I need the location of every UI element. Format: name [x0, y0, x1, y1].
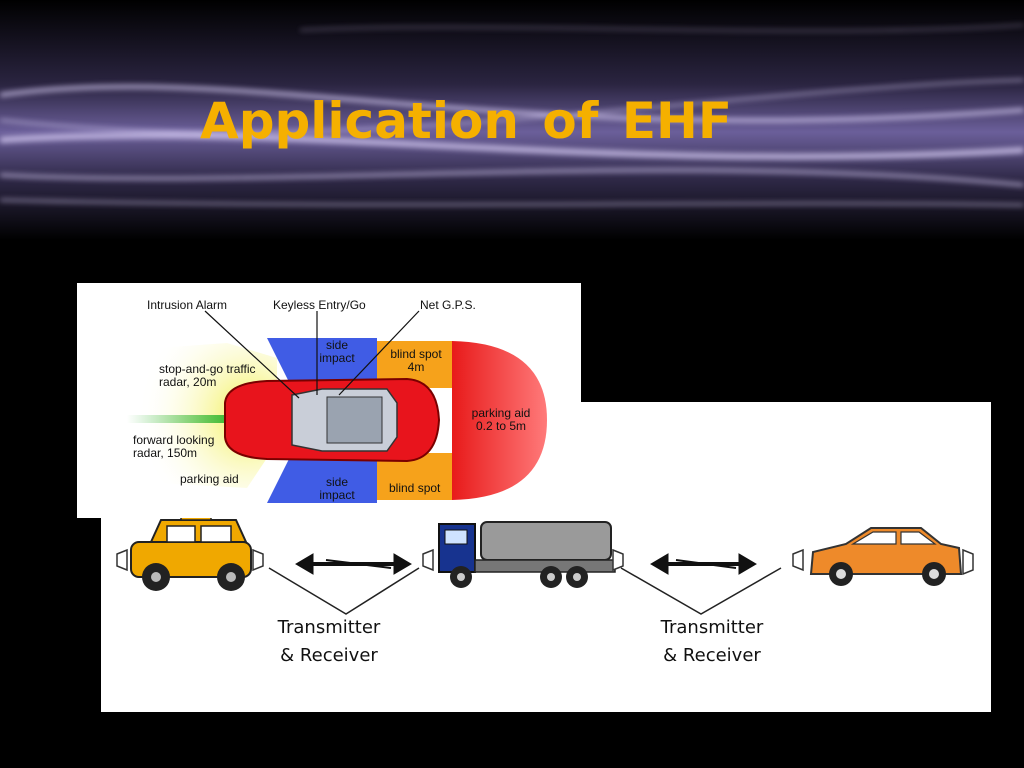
side-impact-bottom-label: side impact — [315, 476, 359, 502]
label-line: blind spot — [390, 347, 442, 361]
forward-radar-beam — [127, 415, 237, 423]
transmitter-receiver-label-right: Transmitter & Receiver — [632, 614, 792, 670]
pointer-lines — [268, 567, 782, 615]
label-line: radar, 150m — [133, 446, 198, 460]
keyless-entry-label: Keyless Entry/Go — [273, 298, 366, 312]
label-line: Transmitter — [660, 617, 764, 638]
stop-and-go-label: stop-and-go traffic radar, 20m — [159, 363, 256, 389]
v2v-diagram-graphic — [116, 513, 974, 615]
label-line: side — [325, 475, 348, 489]
rear-parking-zone — [452, 341, 547, 500]
label-line: forward looking — [133, 433, 215, 447]
transmitter-receiver-label-left: Transmitter & Receiver — [249, 614, 409, 670]
label-line: Transmitter — [277, 617, 381, 638]
mini-car-icon — [116, 513, 264, 591]
label-line: radar, 20m — [159, 375, 217, 389]
label-pointer-lines — [204, 310, 420, 399]
forward-radar-label: forward looking radar, 150m — [133, 434, 214, 460]
sensor-coverage-graphic — [127, 310, 547, 503]
label-line: side — [325, 338, 348, 352]
parking-aid-rear-label: parking aid 0.2 to 5m — [465, 407, 537, 433]
side-impact-zone-top — [267, 338, 377, 388]
blind-spot-bottom-label: blind spot — [389, 481, 441, 495]
signal-arrow-icon — [295, 553, 412, 575]
car-top-view-icon — [224, 377, 441, 463]
sensor-coverage-panel: Intrusion Alarm Keyless Entry/Go Net G.P… — [77, 283, 581, 518]
blind-spot-top-label: blind spot 4m — [385, 348, 447, 374]
label-line: stop-and-go traffic — [159, 362, 256, 376]
label-line: & Receiver — [663, 645, 761, 666]
label-line: parking aid — [471, 406, 531, 420]
parking-aid-front-label: parking aid — [180, 472, 239, 486]
title-banner — [0, 0, 1024, 240]
tanker-truck-icon — [422, 521, 624, 588]
net-gps-label: Net G.P.S. — [420, 298, 476, 312]
label-line: impact — [319, 351, 355, 365]
label-line: & Receiver — [280, 645, 378, 666]
label-line: impact — [319, 488, 355, 502]
label-line: 4m — [407, 360, 425, 374]
intrusion-alarm-label: Intrusion Alarm — [147, 298, 228, 312]
side-impact-top-label: side impact — [315, 339, 359, 365]
label-line: 0.2 to 5m — [475, 419, 527, 433]
side-impact-zone-bottom — [267, 453, 377, 503]
sedan-icon — [792, 527, 974, 586]
signal-arrow-icon — [650, 553, 757, 575]
slide-title: Application of EHF — [200, 92, 732, 150]
